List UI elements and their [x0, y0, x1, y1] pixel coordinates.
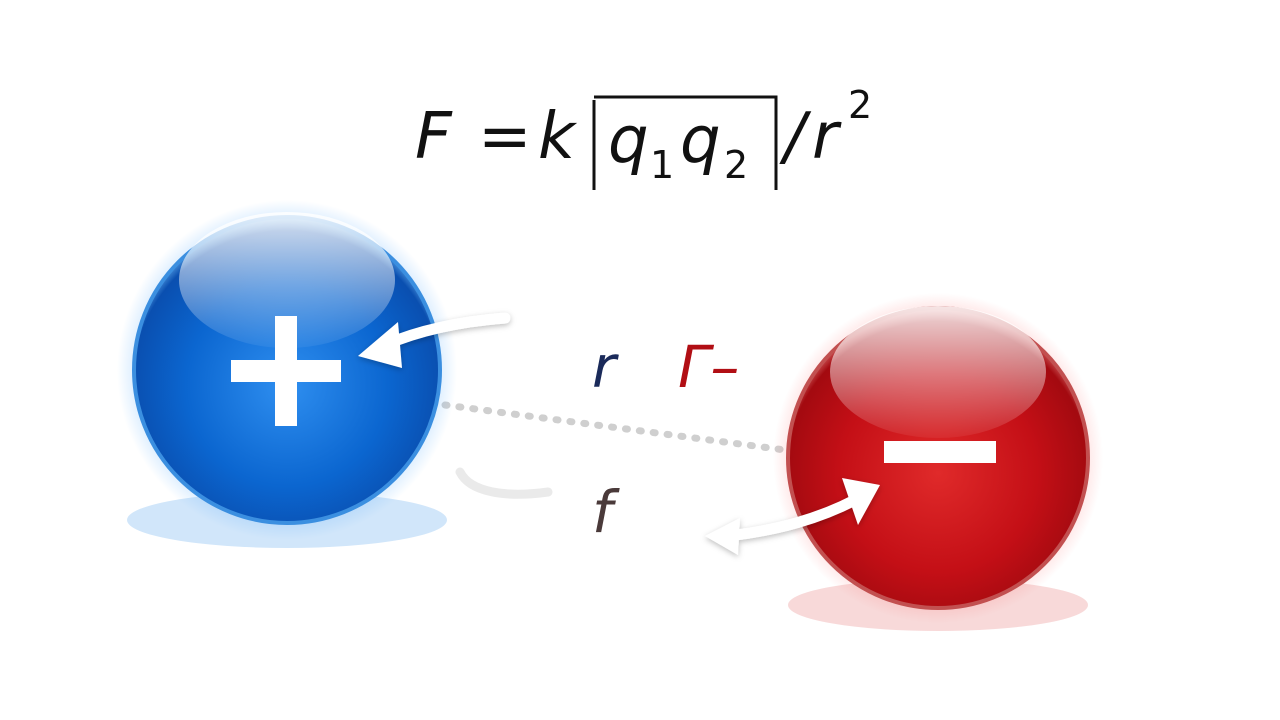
positive-charge-sphere: [117, 200, 457, 548]
formula-q2-subscript: 2: [724, 143, 748, 187]
distance-dotted-line: [441, 401, 789, 454]
positive-highlight: [179, 212, 395, 348]
formula-force-symbol: F: [415, 100, 453, 174]
formula-exponent: 2: [848, 83, 872, 127]
negative-highlight: [830, 306, 1046, 438]
formula-q2: q: [680, 104, 721, 178]
formula-slash: /: [779, 100, 812, 174]
formula-constant-k: k: [538, 100, 578, 174]
formula-q1: q: [608, 104, 649, 178]
faint-curve-decoration: [455, 467, 553, 499]
arrow-to-positive-icon: [358, 312, 511, 368]
plus-sign-icon: [231, 316, 341, 426]
negative-charge-sphere: [773, 293, 1103, 631]
label-r: r: [592, 333, 619, 401]
label-r-minus: Γ–: [678, 333, 739, 401]
formula-q1-subscript: 1: [650, 143, 674, 187]
minus-sign-icon: [884, 441, 996, 463]
label-f: f: [592, 478, 620, 546]
coulomb-formula: F = k q 1 q 2 / r 2: [415, 83, 872, 190]
formula-distance-r: r: [812, 100, 842, 174]
formula-equals: =: [478, 100, 532, 174]
formula-absolute-bracket: [592, 95, 778, 190]
double-arrow-icon: [705, 478, 880, 555]
